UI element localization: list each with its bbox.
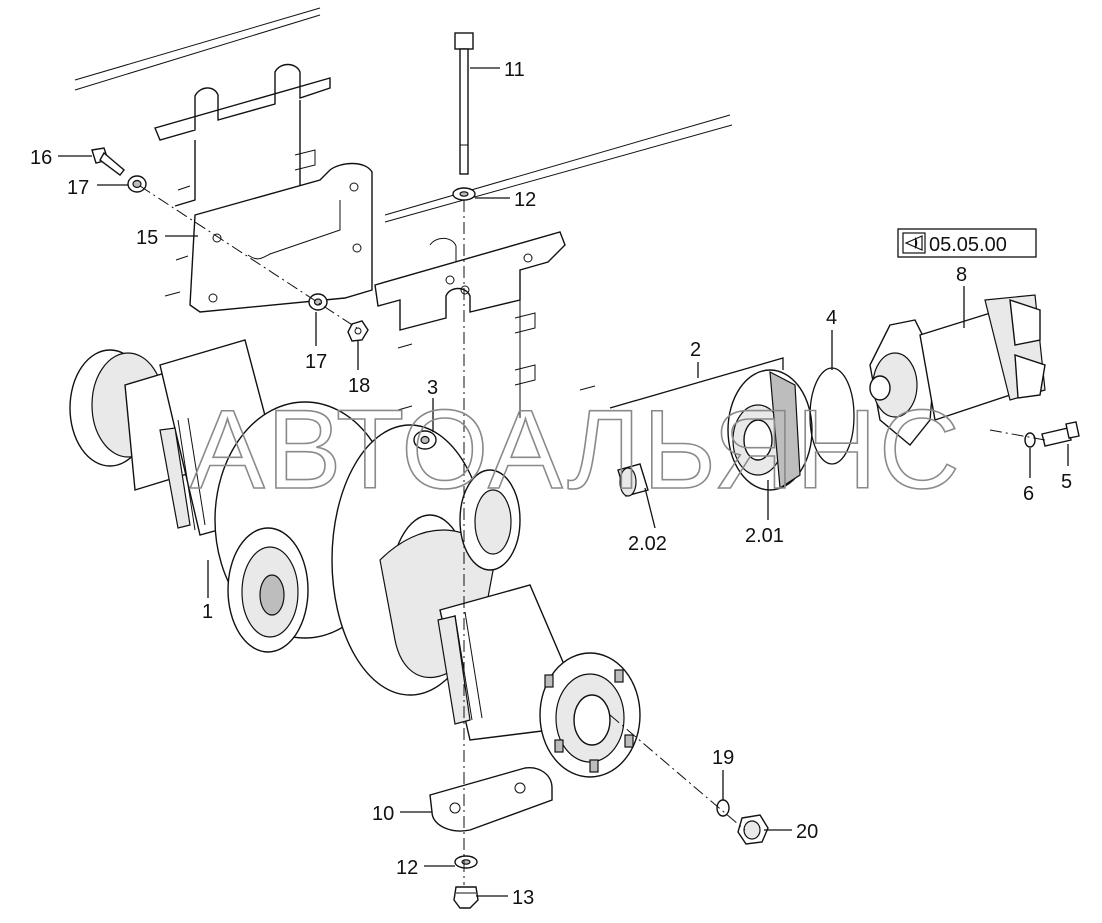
label-12-top: 12 xyxy=(514,189,536,211)
label-4: 4 xyxy=(826,307,837,329)
plate-15 xyxy=(189,162,373,313)
label-1: 1 xyxy=(202,601,213,623)
label-12-bottom: 12 xyxy=(396,857,418,879)
planetary-housing-2-01 xyxy=(727,369,813,491)
washer-6 xyxy=(1024,432,1036,448)
nut-18 xyxy=(347,320,369,342)
washer-12-bottom xyxy=(454,855,478,869)
label-19: 19 xyxy=(712,747,734,769)
bolt-5 xyxy=(1041,421,1080,447)
nut-13 xyxy=(453,886,479,909)
label-8: 8 xyxy=(956,264,967,286)
bushing-2-02 xyxy=(617,463,649,497)
label-6: 6 xyxy=(1023,483,1034,505)
label-2-01: 2.01 xyxy=(745,525,784,547)
frame-rails xyxy=(74,7,733,223)
label-3: 3 xyxy=(427,377,438,399)
frame-bracket-lower xyxy=(374,231,596,418)
nut-20 xyxy=(737,814,769,845)
label-17-mid: 17 xyxy=(305,351,327,373)
washer-17-top xyxy=(127,175,147,193)
label-5: 5 xyxy=(1061,471,1072,493)
reference-box[interactable]: 05.05.00 xyxy=(897,228,1037,258)
bolt-16 xyxy=(91,147,125,176)
axle-housing-1 xyxy=(69,339,641,778)
label-2-02: 2.02 xyxy=(628,533,667,555)
label-10: 10 xyxy=(372,803,394,825)
bolt-11 xyxy=(454,32,474,175)
washer-12-top xyxy=(452,187,476,201)
label-18: 18 xyxy=(348,375,370,397)
label-16: 16 xyxy=(30,147,52,169)
label-15: 15 xyxy=(136,227,158,249)
watermark-text: АВТОАЛЬЯНС xyxy=(190,387,962,512)
label-2: 2 xyxy=(690,339,701,361)
label-17-top: 17 xyxy=(67,177,89,199)
assembly-axis-lines xyxy=(139,185,1046,885)
plate-10 xyxy=(429,767,553,832)
eye-reference-icon xyxy=(902,232,926,254)
reference-code: 05.05.00 xyxy=(929,234,1007,256)
reducer-2 xyxy=(617,369,813,497)
bolt-3 xyxy=(413,430,437,450)
callout-labels: 11 12 16 17 15 17 18 3 1 2 2.02 2.01 4 8… xyxy=(30,59,1072,909)
label-11: 11 xyxy=(504,59,525,81)
label-20: 20 xyxy=(796,821,818,843)
label-13: 13 xyxy=(512,887,534,909)
washer-17-mid xyxy=(308,293,328,311)
wheel-studs xyxy=(544,669,634,773)
leader-lines xyxy=(58,67,1069,897)
hydraulic-motor-8 xyxy=(869,294,1046,446)
